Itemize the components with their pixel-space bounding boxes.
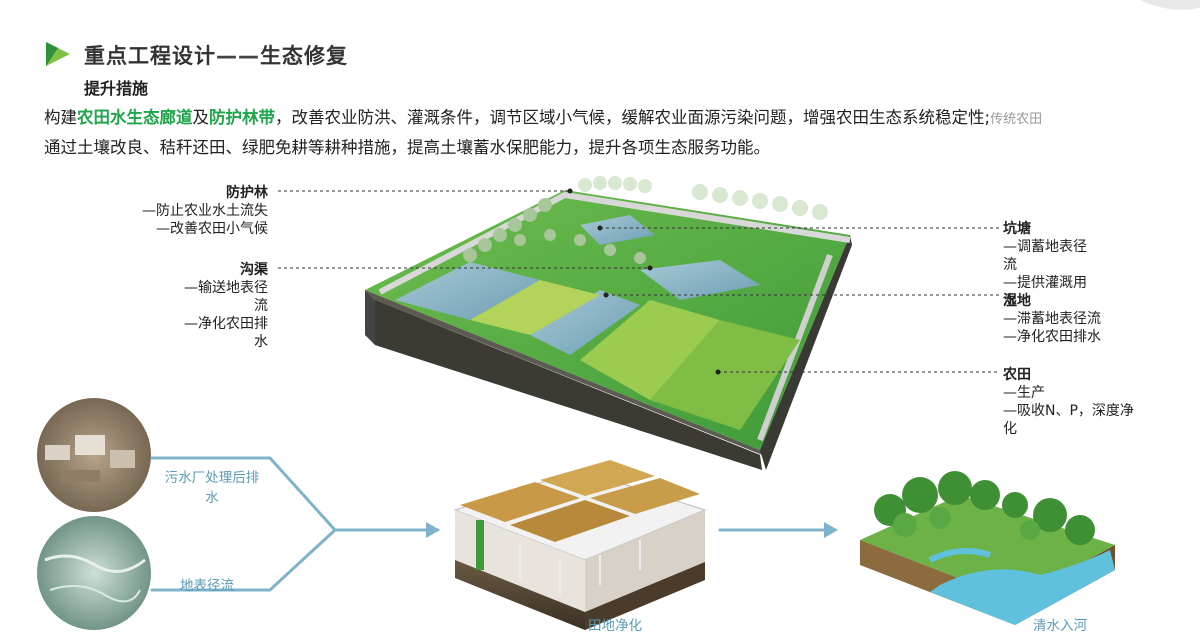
- callout-wetland-line-1: —滞蓄地表径流: [1003, 311, 1101, 327]
- paragraph-line-2: 通过土壤改良、秸秆还田、绿肥免耕等耕种措施，提高土壤蓄水保肥能力，提升各项生态服…: [44, 138, 770, 157]
- callout-shelterbelt: 防护林 —防止农业水土流失 —改善农田小气候: [90, 184, 268, 238]
- header-triangle-icon: [46, 42, 70, 66]
- callout-wetland-title: 湿地: [1003, 293, 1031, 309]
- farmland-model: [365, 176, 852, 470]
- p1-faded: 传统农田: [990, 112, 1043, 127]
- water-photo: [37, 516, 151, 630]
- callout-ditch-line-2: 流: [254, 298, 268, 314]
- callout-wetland-line-2: —净化农田排水: [1003, 329, 1101, 345]
- flow-label-treated-water: 污水厂处理后排 水: [152, 466, 272, 506]
- callout-farmland-line-1: —生产: [1003, 385, 1045, 401]
- river-model: [860, 471, 1115, 625]
- callout-wetland: 湿地 —滞蓄地表径流 —净化农田排水: [1003, 292, 1143, 346]
- callout-farmland-line-2: —吸收N、P，深度净: [1003, 403, 1134, 419]
- corner-decoration: [1140, 0, 1200, 10]
- callout-pond-line-2: 流: [1003, 257, 1017, 273]
- flow-label-field-purification: 田地净化: [588, 618, 642, 634]
- subheading: 提升措施: [84, 79, 149, 98]
- village-photo: [37, 398, 151, 512]
- callout-shelterbelt-line-1: —防止农业水土流失: [142, 203, 268, 219]
- callout-farmland-line-3: 化: [1003, 421, 1017, 437]
- callout-ditch-line-4: 水: [254, 334, 268, 350]
- flow-label-surface-runoff: 地表径流: [180, 578, 234, 594]
- callout-pond-line-4: 水: [1003, 293, 1017, 309]
- callout-farmland: 农田 —生产 —吸收N、P，深度净 化: [1003, 366, 1163, 438]
- callout-pond-line-3: —提供灌溉用: [1003, 275, 1087, 291]
- flow-source-1-line-2: 水: [205, 490, 219, 506]
- p1-highlight-corridor: 农田水生态廊道: [77, 108, 193, 127]
- p1-a: 构建: [44, 108, 77, 127]
- field-purification-model: [453, 460, 707, 630]
- title-main: 重点工程设计: [84, 44, 216, 68]
- callout-pond-line-1: —调蓄地表径: [1003, 239, 1087, 255]
- callout-farmland-title: 农田: [1003, 367, 1031, 383]
- title-sub: 生态修复: [260, 44, 348, 68]
- title-dash: ——: [216, 44, 260, 68]
- flow-label-clean-water: 清水入河: [1033, 618, 1087, 634]
- callout-shelterbelt-line-2: —改善农田小气候: [156, 221, 268, 237]
- p1-highlight-shelterbelt: 防护林带: [209, 108, 275, 127]
- callout-ditch: 沟渠 —输送地表径 流 —净化农田排 水: [150, 261, 268, 351]
- callout-ditch-title: 沟渠: [240, 262, 268, 278]
- flow-source-1-line-1: 污水厂处理后排: [164, 470, 260, 486]
- p1-b: 及: [192, 108, 210, 127]
- page-title: 重点工程设计——生态修复: [84, 40, 348, 70]
- callout-ditch-line-1: —输送地表径: [184, 280, 268, 296]
- callout-pond: 坑塘 —调蓄地表径 流 —提供灌溉用 水: [1003, 220, 1123, 310]
- callout-shelterbelt-title: 防护林: [226, 185, 268, 201]
- paragraph-line-1: 构建农田水生态廊道及防护林带，改善农业防洪、灌溉条件，调节区域小气候，缓解农业面…: [44, 104, 1042, 128]
- callout-pond-title: 坑塘: [1003, 221, 1031, 237]
- callout-ditch-line-3: —净化农田排: [184, 316, 268, 332]
- p1-c: ，改善农业防洪、灌溉条件，调节区域小气候，缓解农业面源污染问题，增强农田生态系统…: [275, 108, 991, 127]
